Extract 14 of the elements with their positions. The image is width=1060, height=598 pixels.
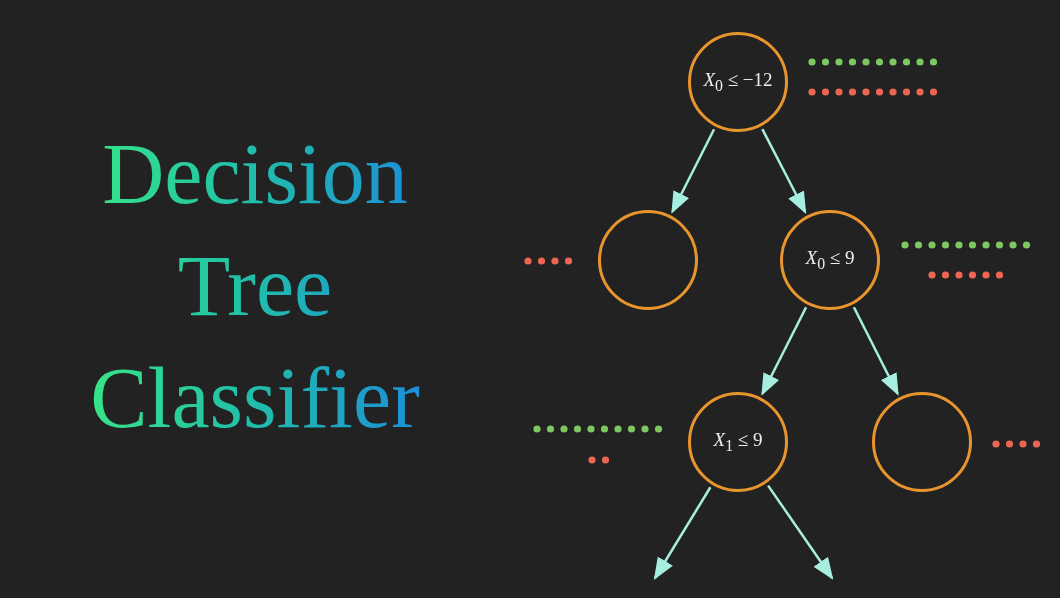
arrow	[671, 128, 716, 214]
circle-node	[780, 210, 880, 310]
arrow	[852, 306, 899, 396]
arrow	[761, 306, 808, 396]
arrow	[767, 484, 834, 580]
split-condition: X$_{0}$ ≤ −12	[703, 69, 773, 95]
split-condition: X$_{1}$ ≤ 9	[713, 429, 763, 455]
circle-node	[688, 32, 788, 132]
arrow	[761, 128, 807, 214]
circle-node	[688, 392, 788, 492]
circle-node	[872, 392, 972, 492]
split-condition: X$_{0}$ ≤ 9	[805, 247, 855, 273]
circle-node	[598, 210, 698, 310]
arrow	[653, 486, 712, 580]
